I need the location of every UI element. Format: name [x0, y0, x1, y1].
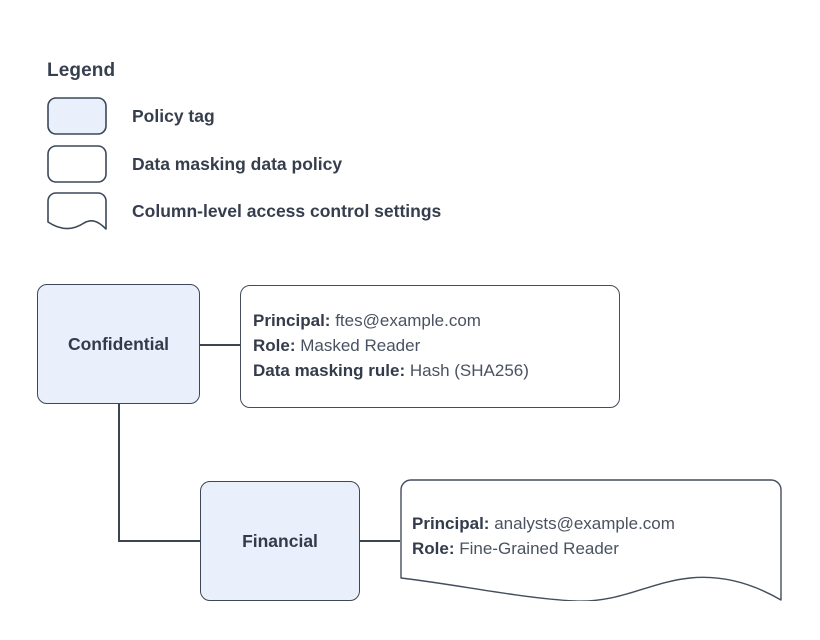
legend-item-column-access-settings: Column-level access control settings: [47, 192, 787, 232]
data-masking-policy-card[interactable]: Principal: ftes@example.com Role: Masked…: [240, 285, 620, 408]
connector-financial-to-column-access-card: [360, 540, 400, 542]
policy-tag-node-financial[interactable]: Financial: [200, 481, 360, 601]
legend-label-column-access-settings: Column-level access control settings: [132, 201, 442, 221]
masking-rule-value: Hash (SHA256): [409, 361, 529, 380]
colaccess-role-value: Fine-Grained Reader: [459, 539, 619, 558]
column-access-settings-swatch-icon: [47, 192, 107, 230]
column-access-settings-card[interactable]: Principal: analysts@example.com Role: Fi…: [400, 479, 782, 602]
connector-confidential-to-masking-card: [200, 344, 240, 346]
column-access-settings-card-shape: [400, 479, 782, 602]
masking-principal-label: Principal:: [253, 311, 331, 330]
legend-label-policy-tag: Policy tag: [132, 106, 215, 126]
connector-confidential-to-financial: [118, 540, 200, 542]
colaccess-principal-value: analysts@example.com: [494, 514, 675, 533]
legend-item-data-masking-policy: Data masking data policy: [47, 145, 787, 185]
policy-tag-swatch-icon: [47, 97, 107, 135]
data-masking-policy-card-body: Principal: ftes@example.com Role: Masked…: [253, 286, 613, 407]
masking-principal-value: ftes@example.com: [335, 311, 481, 330]
data-masking-policy-swatch-icon: [47, 145, 107, 183]
masking-role-value: Masked Reader: [300, 336, 421, 355]
legend-label-data-masking-policy: Data masking data policy: [132, 154, 343, 174]
policy-tag-label-financial: Financial: [242, 530, 318, 551]
masking-principal-line: Principal: ftes@example.com: [253, 308, 613, 333]
connector-confidential-down: [118, 404, 120, 541]
legend-title: Legend: [47, 60, 116, 81]
masking-role-label: Role:: [253, 336, 296, 355]
masking-role-line: Role: Masked Reader: [253, 333, 613, 358]
colaccess-role-label: Role:: [412, 539, 455, 558]
policy-tag-label-confidential: Confidential: [67, 333, 170, 354]
legend-item-policy-tag: Policy tag: [47, 97, 787, 137]
colaccess-principal-label: Principal:: [412, 514, 490, 533]
colaccess-principal-line: Principal: analysts@example.com: [412, 511, 772, 536]
masking-rule-label: Data masking rule:: [253, 361, 406, 380]
masking-rule-line: Data masking rule: Hash (SHA256): [253, 358, 613, 383]
policy-tag-node-confidential[interactable]: Confidential: [37, 284, 200, 404]
column-access-settings-card-body: Principal: analysts@example.com Role: Fi…: [412, 479, 772, 601]
colaccess-role-line: Role: Fine-Grained Reader: [412, 536, 772, 561]
